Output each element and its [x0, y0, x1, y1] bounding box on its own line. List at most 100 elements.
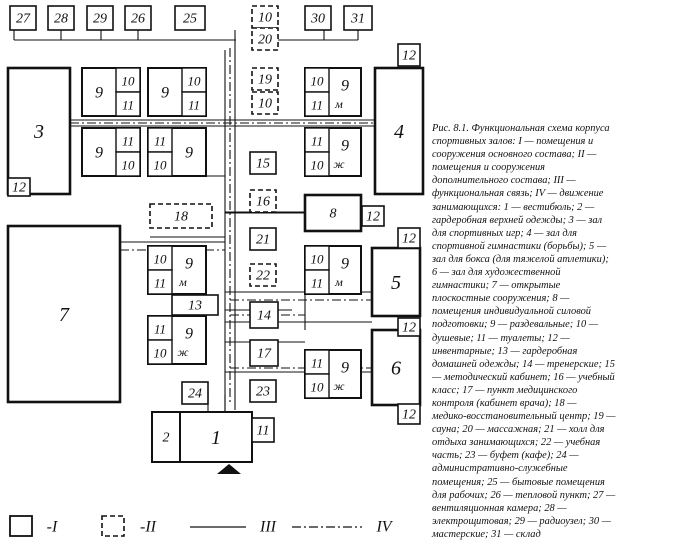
cell-label: 10: [154, 158, 168, 173]
auxiliary-room-box: [251, 91, 279, 115]
caption-line: плоскостные сооружения; 8 —: [432, 293, 570, 305]
room-label: 30: [310, 12, 325, 27]
cell-box: [304, 373, 330, 399]
room-label: 6: [391, 358, 401, 380]
cell-box: [147, 245, 173, 271]
room-label: 12: [402, 49, 416, 64]
caption-line: сауна; 20 — массажная; 21 — холл для: [432, 424, 605, 436]
caption-line: занимающихся: 1 — вестибюль; 2 —: [432, 201, 595, 213]
room-box: [249, 339, 279, 367]
cell-box: [147, 151, 173, 177]
legend-label: -II: [140, 519, 157, 536]
caption-line: административно-служебные: [432, 463, 568, 475]
caption-line: контроля (кабинет врача); 18 —: [432, 397, 577, 409]
auxiliary-room-box: [149, 203, 213, 229]
legend-dashed-box: [101, 515, 125, 537]
changing-room-label: 9: [185, 326, 193, 343]
room-label: 8: [330, 207, 337, 222]
changing-room-label: 9: [341, 256, 349, 273]
room-box: [370, 246, 422, 318]
cell-label: 10: [154, 346, 168, 361]
cell-box: [147, 339, 173, 365]
caption-line: помещения индивидуальной силовой: [432, 306, 591, 318]
room-label: 29: [93, 12, 107, 27]
caption-line: подготовки; 9 — раздевальные; 10 —: [432, 319, 598, 331]
cell-box: [115, 151, 141, 177]
caption-line: электрощитовая; 29 — радиоузел; 30 —: [432, 515, 611, 527]
room-box: [6, 66, 72, 196]
room-label: 1: [211, 427, 221, 449]
auxiliary-room-label: 10: [258, 11, 272, 26]
cell-label: 11: [154, 134, 166, 149]
room-label: 12: [366, 210, 380, 225]
caption-line: класс; 17 — пункт медицинского: [432, 384, 578, 396]
room-box: [124, 5, 152, 31]
room-box: [7, 177, 31, 197]
cell-label: 11: [311, 134, 323, 149]
caption-line: помещения и сооружения: [432, 162, 545, 174]
auxiliary-room-label: 16: [256, 195, 270, 210]
auxiliary-room-box: [251, 67, 279, 91]
room-label: 21: [256, 233, 270, 248]
room-box: [304, 5, 332, 31]
room-label: 7: [59, 304, 70, 326]
cell-label: 10: [311, 380, 325, 395]
room-label: 12: [402, 408, 416, 423]
cell-label: 10: [311, 158, 325, 173]
auxiliary-room-box: [249, 263, 277, 287]
room-label: 12: [402, 232, 416, 247]
auxiliary-room-label: 10: [258, 97, 272, 112]
cell-label: 10: [122, 158, 136, 173]
room-label: 17: [257, 347, 272, 362]
changing-room-label: 9: [95, 85, 103, 102]
room-box: [86, 5, 114, 31]
cell-label: 11: [311, 356, 323, 371]
room-label: 28: [54, 12, 68, 27]
auxiliary-room-label: 19: [258, 73, 272, 88]
auxiliary-room-label: 22: [256, 269, 270, 284]
gender-mark: м: [334, 275, 343, 289]
cell-box: [181, 67, 207, 93]
cell-label: 11: [122, 134, 134, 149]
caption-line: спортивных залов: I — помещения и: [432, 136, 594, 148]
cell-box: [304, 67, 330, 93]
caption-line: гимнастики; 7 — открытые: [432, 280, 561, 292]
caption-line: 6 — зал для художественной: [432, 267, 561, 279]
caption-line: вентиляционная камера; 28 —: [432, 502, 567, 514]
room-label: 23: [256, 385, 270, 400]
legend-label: IV: [375, 519, 393, 536]
changing-room-label: 9: [161, 85, 169, 102]
room-box: [397, 403, 421, 425]
cell-label: 11: [188, 98, 200, 113]
auxiliary-room-label: 18: [174, 210, 188, 225]
room-label: 27: [16, 12, 31, 27]
room-box: [181, 381, 209, 405]
cell-label: 11: [122, 98, 134, 113]
cell-box: [304, 91, 330, 117]
room-label: 31: [350, 12, 365, 27]
room-box: [397, 317, 421, 337]
gender-mark: ж: [333, 379, 344, 393]
room-label: 12: [402, 321, 416, 336]
cell-box: [304, 127, 330, 153]
caption-line: — методический кабинет; 16 — учебный: [432, 371, 615, 383]
room-box: [6, 224, 122, 404]
cell-label: 10: [122, 74, 136, 89]
room-label: 14: [257, 309, 271, 324]
caption-line: функциональная связь; IV — движение: [432, 188, 604, 200]
room-box: [373, 66, 425, 196]
room-box: [370, 328, 422, 407]
room-label: 11: [257, 424, 270, 439]
room-label: 15: [256, 157, 270, 172]
room-box: [249, 227, 277, 251]
cell-label: 10: [311, 74, 325, 89]
room-box: [9, 5, 37, 31]
caption-line: зал для бокса (для тяжелой атлетики);: [432, 253, 609, 265]
cell-label: 10: [311, 252, 325, 267]
caption-line: медико-восстановительный центр; 19 —: [432, 411, 616, 423]
caption-line: спортивной гимнастики (борьбы); 5 —: [432, 240, 607, 252]
cell-box: [115, 127, 141, 153]
gender-mark: ж: [177, 345, 188, 359]
